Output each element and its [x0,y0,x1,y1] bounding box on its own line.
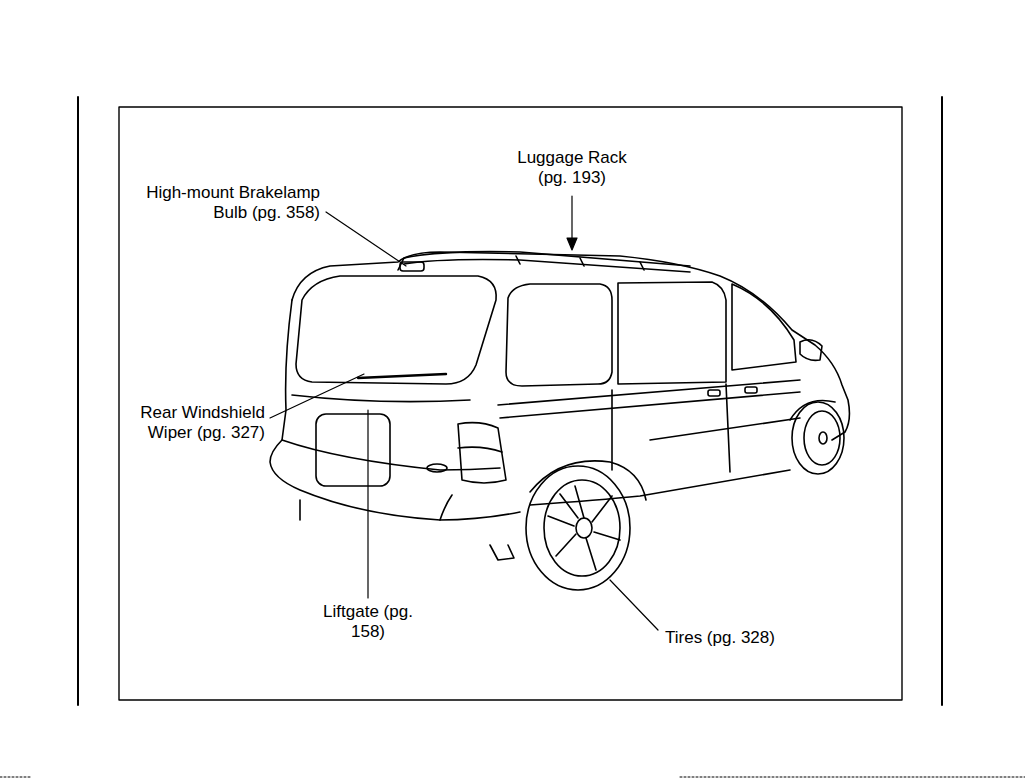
leader-line [326,212,406,266]
leader-line [367,410,368,598]
leader-line [270,374,364,418]
margin-bar [941,97,943,705]
arrow-head [567,238,577,250]
page-edge [0,777,30,778]
callout-label: Tires (pg. 328) [665,628,825,648]
callout-label: Liftgate (pg. 158) [323,602,413,642]
margin-bar [77,97,79,705]
leader-line [571,196,572,244]
callout-label: Rear Windshield Wiper (pg. 327) [115,403,265,443]
leader-lines [270,196,658,630]
callout-label: Luggage Rack (pg. 193) [507,148,637,188]
page-edge [680,777,1025,778]
leader-line [610,580,658,630]
callout-label: High-mount Brakelamp Bulb (pg. 358) [120,183,320,223]
minivan-drawing [270,252,849,590]
